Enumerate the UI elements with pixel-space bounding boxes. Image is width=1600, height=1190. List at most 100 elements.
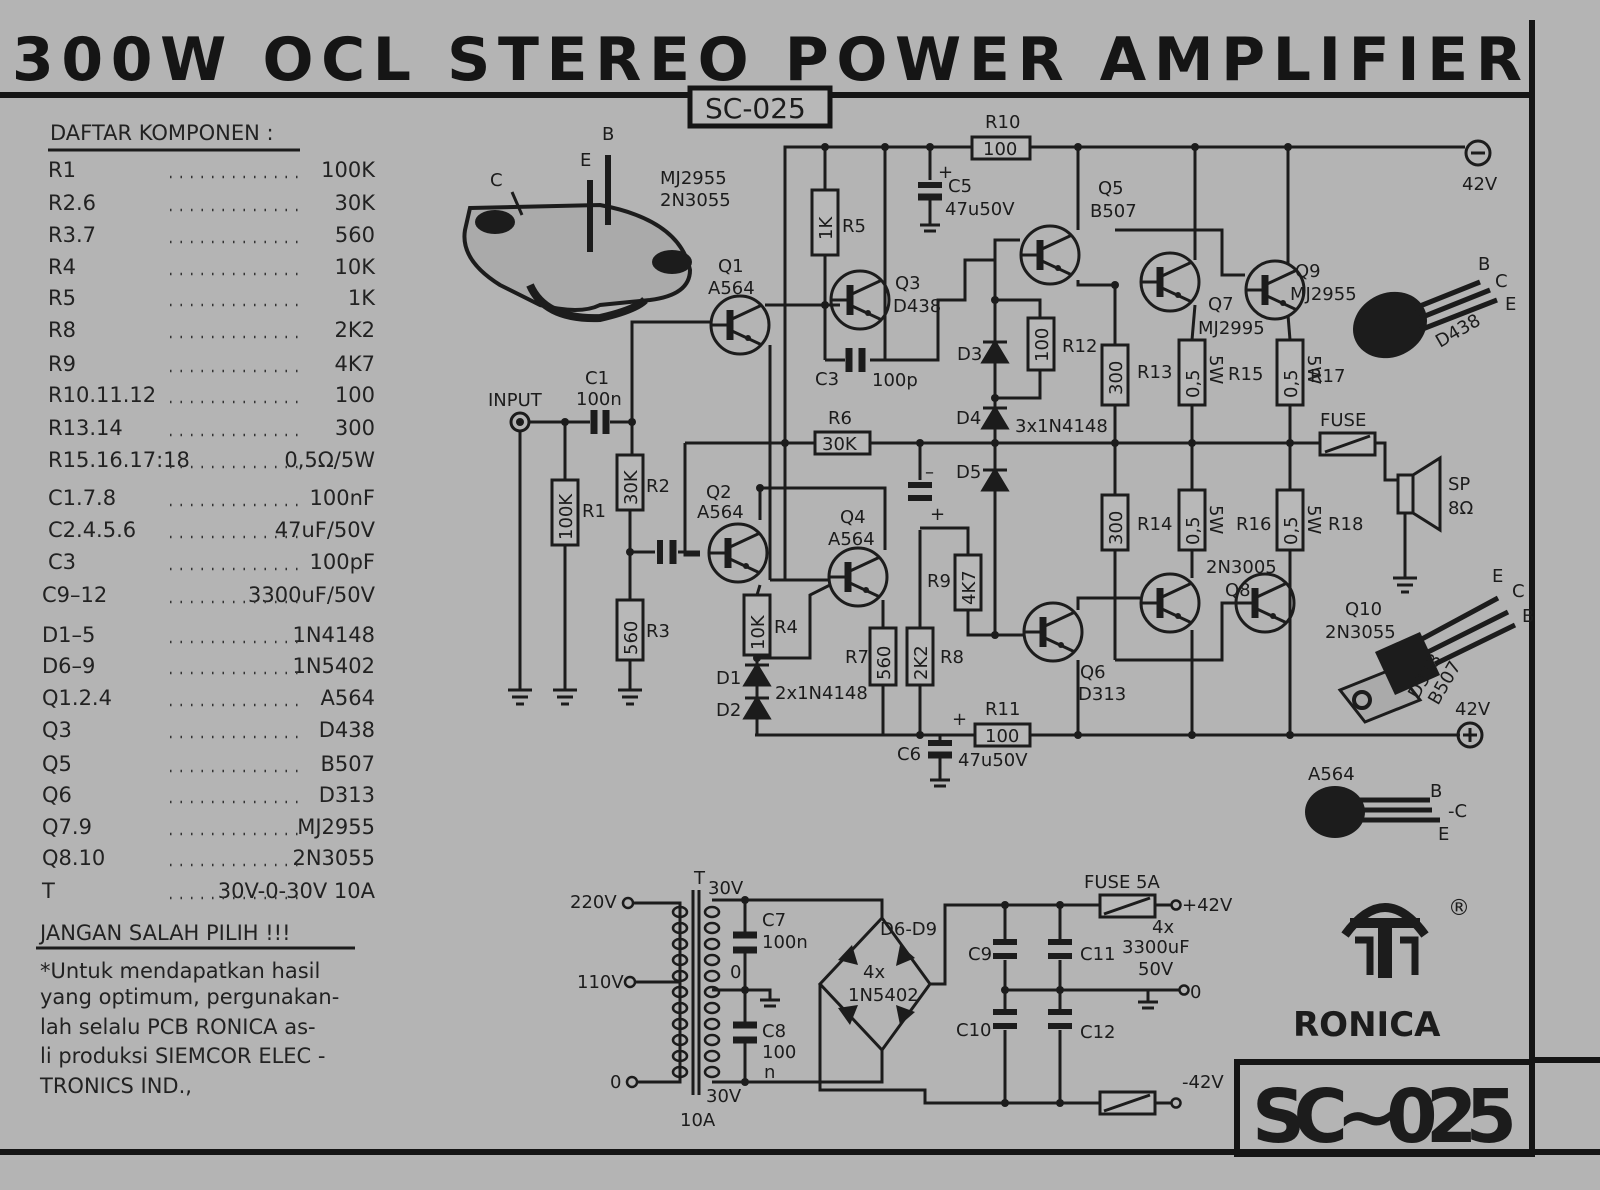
note-line: li produksi SIEMCOR ELEC -: [40, 1044, 325, 1068]
r18-watt: 5W: [1303, 505, 1324, 534]
component-value: A564: [321, 686, 375, 710]
component-value: 100K: [321, 158, 376, 182]
model-footer: SC~025: [1252, 1074, 1517, 1160]
c3-ref: C3: [815, 369, 839, 390]
pin-label: B: [1430, 781, 1442, 802]
component-value: 300: [335, 416, 375, 440]
pin-label: -C: [1448, 801, 1467, 822]
r14-value: 300: [1106, 511, 1127, 545]
transistor-q9-symbol: [1244, 259, 1306, 321]
transistor-q3-symbol: [829, 269, 891, 331]
component-name: R8: [48, 318, 76, 342]
to3-package-drawing: [462, 155, 693, 323]
pin-label: E: [1505, 294, 1516, 315]
pin-label: C: [490, 170, 503, 191]
transistor-q6-symbol: [1022, 601, 1084, 663]
component-value: 560: [335, 223, 375, 247]
component-name: Q8.10: [42, 846, 105, 870]
component-name: R10.11.12: [48, 383, 156, 407]
brand-name: RONICA: [1293, 1005, 1441, 1045]
negative-rail-label: 42V: [1462, 174, 1498, 195]
component-value: 3300uF/50V: [248, 583, 376, 607]
note-line: TRONICS IND.,: [39, 1074, 192, 1098]
transistor-q8-symbol: [1139, 572, 1201, 634]
r17-watt: 5W: [1303, 355, 1324, 384]
r7-value: 560: [874, 646, 895, 680]
transistor-q10-symbol: [1234, 572, 1296, 634]
r17-value: 0,5: [1281, 369, 1302, 398]
q8-type: 2N3005: [1206, 557, 1277, 578]
cap-voltage: 50V: [1138, 959, 1174, 980]
bridge-type: 1N5402: [848, 985, 919, 1006]
c8-value: 100: [762, 1042, 796, 1063]
r8-value: 2K2: [911, 645, 932, 680]
r1-ref: R1: [582, 501, 606, 522]
q9-ref: Q9: [1295, 261, 1321, 282]
q5-ref: Q5: [1098, 178, 1124, 199]
r6-value: 30K: [822, 434, 858, 455]
to220-package-drawing: [1337, 595, 1517, 724]
a564-package-type: A564: [1308, 764, 1355, 785]
note-line: *Untuk mendapatkan hasil: [40, 959, 320, 983]
speaker-ref: SP: [1448, 474, 1470, 495]
c2-minus: –: [925, 462, 934, 483]
part-label: 2N3055: [660, 190, 731, 211]
r16-value: 0,5: [1183, 516, 1204, 545]
a564-package-drawing: [1305, 786, 1440, 838]
component-value: D313: [319, 783, 375, 807]
transistor-q7-symbol: [1139, 251, 1201, 313]
secondary-bottom-voltage: 30V: [706, 1086, 742, 1107]
transistor-q4-symbol: [827, 546, 889, 608]
component-name: T: [41, 879, 55, 903]
c5-ref: C5: [948, 176, 972, 197]
q6-ref: Q6: [1080, 662, 1106, 683]
r7-ref: R7: [845, 647, 869, 668]
q1-ref: Q1: [718, 256, 744, 277]
transformer-coils: [671, 905, 721, 1079]
q10-ref: Q10: [1345, 599, 1382, 620]
pin-label: E: [1438, 824, 1449, 845]
component-value: 100: [335, 383, 375, 407]
c5-value: 47u50V: [945, 199, 1015, 220]
rail-terminals: [1456, 139, 1492, 749]
r10-value: 100: [983, 139, 1017, 160]
warning-text: JANGAN SALAH PILIH !!!: [38, 921, 291, 945]
component-name: R5: [48, 286, 76, 310]
output-zero-label: 0: [1190, 982, 1201, 1003]
cap-qty: 4x: [1152, 917, 1174, 938]
pin-label: C: [1512, 581, 1525, 602]
bridge-qty: 4x: [863, 962, 885, 983]
component-name: R9: [48, 352, 76, 376]
d438-package-drawing: [1353, 279, 1498, 359]
q3-type: D438: [893, 296, 941, 317]
pin-label: B: [1522, 606, 1534, 627]
component-value: 30V-0-30V 10A: [218, 879, 376, 903]
c2-plus: +: [930, 504, 945, 525]
component-value: 1N4148: [292, 623, 375, 647]
input-110v-label: 110V: [577, 972, 624, 993]
positive-rail-label: 42V: [1455, 699, 1491, 720]
r16-ref: R16: [1236, 514, 1271, 535]
q10-type: 2N3055: [1325, 622, 1396, 643]
c5-plus: +: [938, 162, 953, 183]
component-value: 1N5402: [292, 654, 375, 678]
r1-value: 100K: [556, 493, 577, 540]
center-tap-label: 0: [730, 962, 741, 983]
component-value: D438: [319, 718, 375, 742]
r5-ref: R5: [842, 216, 866, 237]
power-supply-wiring: [621, 890, 1190, 1116]
component-name: C9–12: [42, 583, 107, 607]
component-value: 4K7: [335, 352, 376, 376]
r16-watt: 5W: [1205, 505, 1226, 534]
r11-ref: R11: [985, 699, 1020, 720]
pin-label: E: [580, 150, 591, 171]
r18-ref: R18: [1328, 514, 1363, 535]
r10-ref: R10: [985, 112, 1020, 133]
component-value: 2N3055: [292, 846, 375, 870]
c6-ref: C6: [897, 744, 921, 765]
capacitors: [590, 182, 952, 788]
r2-value: 30K: [621, 469, 642, 505]
c7-value: 100n: [762, 932, 808, 953]
ground-symbols: [508, 576, 1417, 706]
